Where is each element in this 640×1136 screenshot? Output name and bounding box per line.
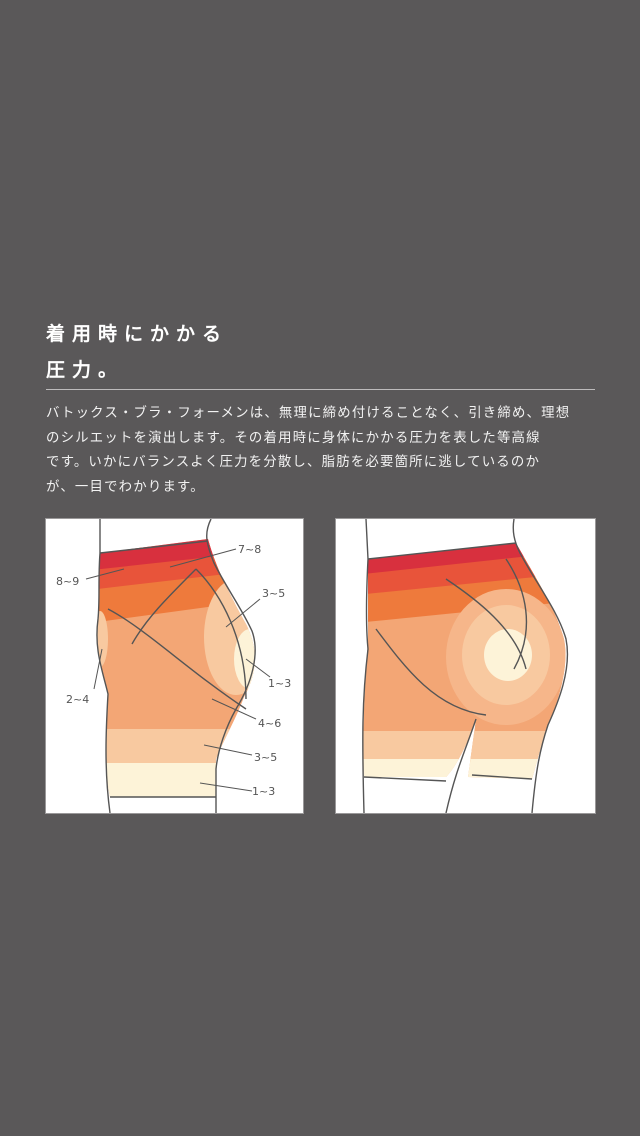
label-2-4: 2~4 — [66, 693, 89, 706]
waistband-top — [367, 542, 517, 560]
zone-8-9 — [96, 539, 255, 575]
body-outline-back — [206, 519, 256, 813]
label-7-8: 7~8 — [238, 543, 261, 556]
zone-1-3-lower — [363, 759, 566, 779]
leader-3-5-lower — [203, 744, 253, 756]
heading-line-2: 圧力。 — [46, 359, 125, 381]
description-line-3: です。いかにバランスよく圧力を分散し、脂肪を必要箇所に逃しているのか — [46, 455, 541, 470]
back-view-illustration — [362, 519, 569, 813]
description-line-2: のシルエットを演出します。その着用時に身体にかかる圧力を表した等高線 — [46, 430, 541, 446]
seam-curve — [505, 558, 528, 670]
section-heading: 着用時にかかる 圧力。 — [46, 316, 228, 388]
leader-1-3-lower — [199, 782, 253, 792]
body-outline-front — [96, 519, 111, 813]
divider — [46, 389, 595, 390]
seam-diagonal-left — [375, 628, 487, 716]
leader-8-9 — [85, 568, 125, 580]
hem-right — [471, 774, 533, 780]
seam-curve — [195, 568, 247, 700]
label-8-9: 8~9 — [56, 575, 79, 588]
hem-left — [363, 776, 447, 782]
zone-2-4-front — [96, 611, 108, 667]
description-line-4: が、一目でわかります。 — [46, 479, 205, 495]
zone-1-3-hip — [234, 629, 255, 689]
description: バトックス・ブラ・フォーメンは、無理に締め付けることなく、引き締め、理想 のシル… — [46, 402, 598, 500]
leg-split — [445, 718, 477, 813]
side-view-illustration: 7~8 8~9 3~5 1~3 2~4 4~6 3~5 1~3 — [56, 519, 291, 813]
label-3-5-lower: 3~5 — [254, 751, 277, 764]
label-1-3-upper: 1~3 — [268, 677, 291, 690]
seam-diagonal-1 — [107, 608, 247, 710]
body-outline-right — [512, 519, 569, 813]
seam-diagonal-right — [445, 578, 527, 670]
zone-1-3-hip — [484, 629, 532, 681]
description-line-1: バトックス・ブラ・フォーメンは、無理に締め付けることなく、引き締め、理想 — [46, 406, 571, 421]
zone-3-5-lower — [363, 731, 566, 761]
waistband-top — [99, 540, 209, 554]
leader-2-4 — [93, 648, 103, 690]
heading-line-1: 着用時にかかる — [46, 323, 229, 345]
leader-3-5-upper — [225, 598, 261, 628]
leader-1-3-upper — [245, 658, 271, 678]
body-outline-left — [362, 519, 369, 813]
seam-diagonal-2 — [131, 568, 197, 645]
zone-8-9 — [363, 543, 566, 577]
label-3-5-upper: 3~5 — [262, 587, 285, 600]
back-view-pressure-diagram — [335, 518, 596, 814]
label-1-3-lower: 1~3 — [252, 785, 275, 798]
label-4-6: 4~6 — [258, 717, 281, 730]
leader-4-6 — [211, 698, 257, 720]
leader-7-8 — [169, 548, 237, 568]
side-view-pressure-diagram: 7~8 8~9 3~5 1~3 2~4 4~6 3~5 1~3 — [45, 518, 304, 814]
